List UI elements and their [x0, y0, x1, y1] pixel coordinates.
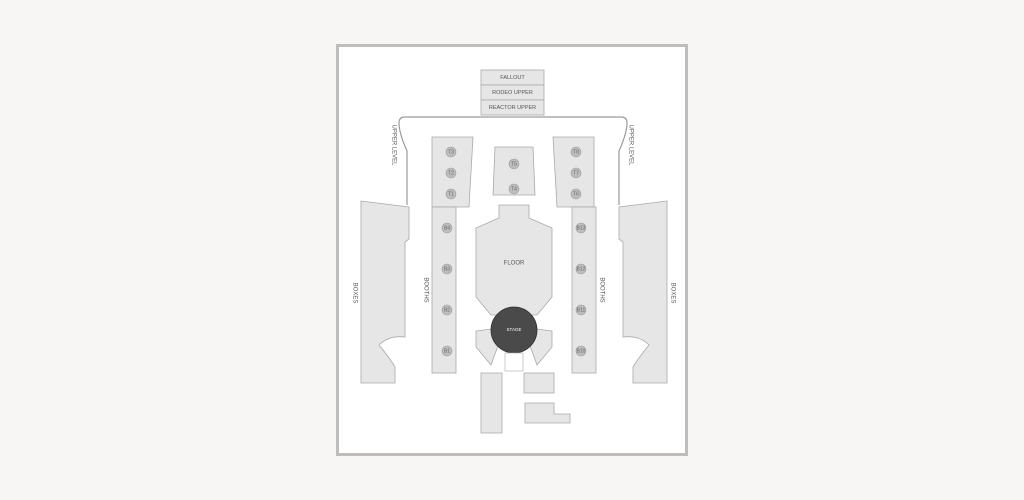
table-t3-label: T3: [448, 149, 454, 155]
section-reactor-upper-label: REACTOR UPPER: [489, 105, 536, 111]
section-tables-center[interactable]: T5 T4: [492, 146, 536, 196]
booth-b12[interactable]: [575, 263, 587, 275]
booths-left-label: BOOTHS: [422, 277, 428, 302]
floor-label: FLOOR: [504, 261, 525, 267]
section-boxes-left[interactable]: BOXES: [351, 200, 410, 384]
section-tables-right[interactable]: T8 T7 T6: [552, 136, 595, 208]
table-t8[interactable]: [570, 146, 582, 158]
table-t7[interactable]: [570, 167, 582, 179]
table-t2-label: T2: [448, 170, 454, 176]
table-t1[interactable]: [445, 188, 457, 200]
venue-map-frame: FALLOUT RODEO UPPER REACTOR UPPER UPPER …: [336, 44, 688, 456]
booth-b12-label: B12: [577, 266, 586, 272]
upper-level-left-label: UPPER LEVEL: [390, 124, 396, 166]
section-bottom-center[interactable]: [523, 372, 555, 394]
booth-b4-label: B4: [444, 225, 450, 231]
stage-label: STAGE: [507, 327, 522, 332]
table-t8-label: T8: [573, 149, 579, 155]
section-bottom-right[interactable]: [524, 402, 571, 424]
upper-level-outline: [398, 116, 628, 205]
table-t4[interactable]: [508, 183, 520, 195]
section-rodeo-upper-label: RODEO UPPER: [492, 90, 533, 96]
table-t6[interactable]: [570, 188, 582, 200]
stage[interactable]: STAGE: [490, 306, 538, 372]
table-t6-label: T6: [573, 191, 579, 197]
section-reactor-upper[interactable]: REACTOR UPPER: [480, 99, 545, 116]
upper-level-right-label: UPPER LEVEL: [627, 124, 633, 166]
booth-b2[interactable]: [441, 304, 453, 316]
section-booths-right[interactable]: B13 B12 B11 B10 BOOTHS: [571, 206, 604, 374]
table-t3[interactable]: [445, 146, 457, 158]
booths-right-label: BOOTHS: [598, 277, 604, 302]
table-t2[interactable]: [445, 167, 457, 179]
section-rodeo-upper[interactable]: RODEO UPPER: [480, 84, 545, 101]
section-floor[interactable]: FLOOR: [475, 204, 553, 316]
section-fallout-label: FALLOUT: [500, 75, 525, 81]
section-fallout[interactable]: FALLOUT: [480, 69, 545, 86]
booth-b4[interactable]: [441, 222, 453, 234]
table-t5-label: T5: [511, 161, 517, 167]
booth-b11-label: B11: [577, 307, 586, 313]
section-boxes-right[interactable]: BOXES: [618, 200, 675, 384]
boxes-right-label: BOXES: [669, 283, 675, 304]
booth-b13[interactable]: [575, 222, 587, 234]
table-t7-label: T7: [573, 170, 579, 176]
stage-steps: [504, 352, 524, 372]
section-booths-left[interactable]: B4 B3 B2 B1 BOOTHS: [422, 206, 457, 374]
table-t1-label: T1: [448, 191, 454, 197]
table-t5[interactable]: [508, 158, 520, 170]
booth-b11[interactable]: [575, 304, 587, 316]
booth-b10[interactable]: [575, 345, 587, 357]
booth-b13-label: B13: [577, 225, 586, 231]
section-bottom-left[interactable]: [480, 372, 503, 434]
section-tables-left[interactable]: T3 T2 T1: [431, 136, 474, 208]
venue-map: FALLOUT RODEO UPPER REACTOR UPPER UPPER …: [351, 69, 675, 434]
booth-b1[interactable]: [441, 345, 453, 357]
booth-b10-label: B10: [577, 348, 586, 354]
boxes-left-label: BOXES: [351, 283, 357, 304]
booth-b3[interactable]: [441, 263, 453, 275]
booth-b3-label: B3: [444, 266, 450, 272]
booth-b2-label: B2: [444, 307, 450, 313]
table-t4-label: T4: [511, 186, 517, 192]
booth-b1-label: B1: [444, 348, 450, 354]
